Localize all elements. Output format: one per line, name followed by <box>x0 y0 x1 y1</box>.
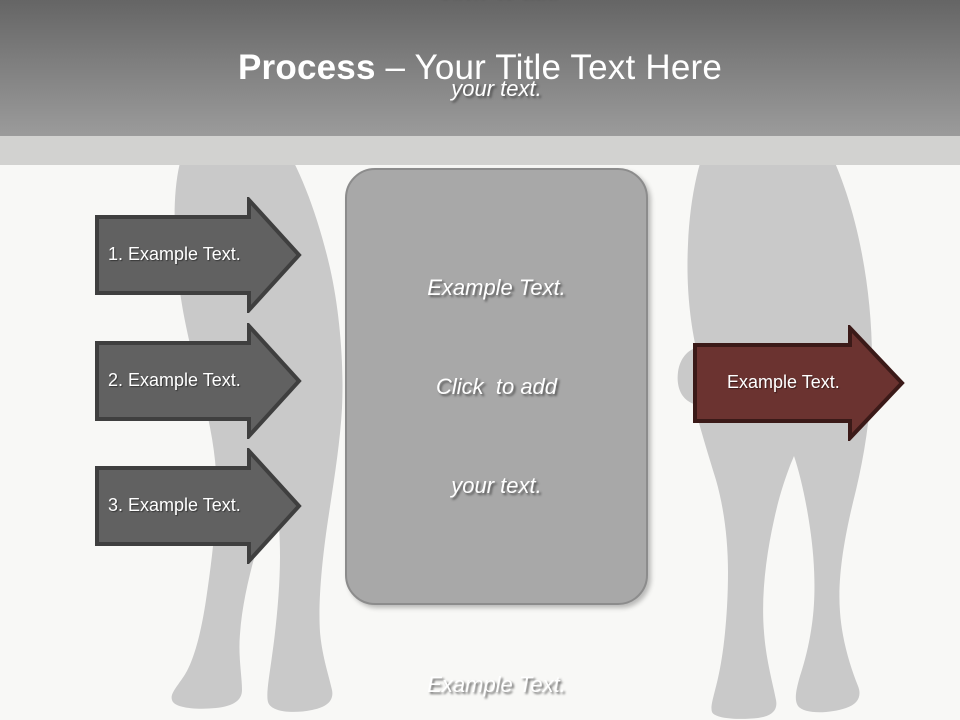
center-paragraph-3-line-1: Example Text. <box>427 672 566 697</box>
page-title-separator: – <box>375 48 415 87</box>
center-paragraph-1: Example Text. Click to add your text. <box>347 0 646 171</box>
center-paragraph-2: Example Text. Click to add your text. <box>347 205 646 568</box>
result-arrow[interactable]: Example Text. <box>692 325 906 441</box>
center-paragraph-2-line-2: Click to add <box>435 374 558 399</box>
page-title-rest: Your Title Text Here <box>414 48 722 87</box>
title-band <box>0 0 960 136</box>
center-paragraph-1-line-2: Click to add <box>347 0 646 6</box>
center-paragraph-3: Example Text. Click to add your text. <box>347 602 646 720</box>
step-arrow-2[interactable]: 2. Example Text. <box>94 323 302 439</box>
center-paragraph-2-line-1: Example Text. <box>427 275 566 300</box>
page-title: Process – Your Title Text Here <box>0 48 960 88</box>
center-paragraph-1-line-3: your text. <box>451 76 542 101</box>
center-content-panel[interactable]: Example Text. Click to add your text. Ex… <box>345 0 648 697</box>
center-paragraph-2-line-3: your text. <box>451 473 542 498</box>
step-arrow-1[interactable]: 1. Example Text. <box>94 197 302 313</box>
step-arrow-3[interactable]: 3. Example Text. <box>94 448 302 564</box>
page-title-bold: Process <box>238 48 376 87</box>
